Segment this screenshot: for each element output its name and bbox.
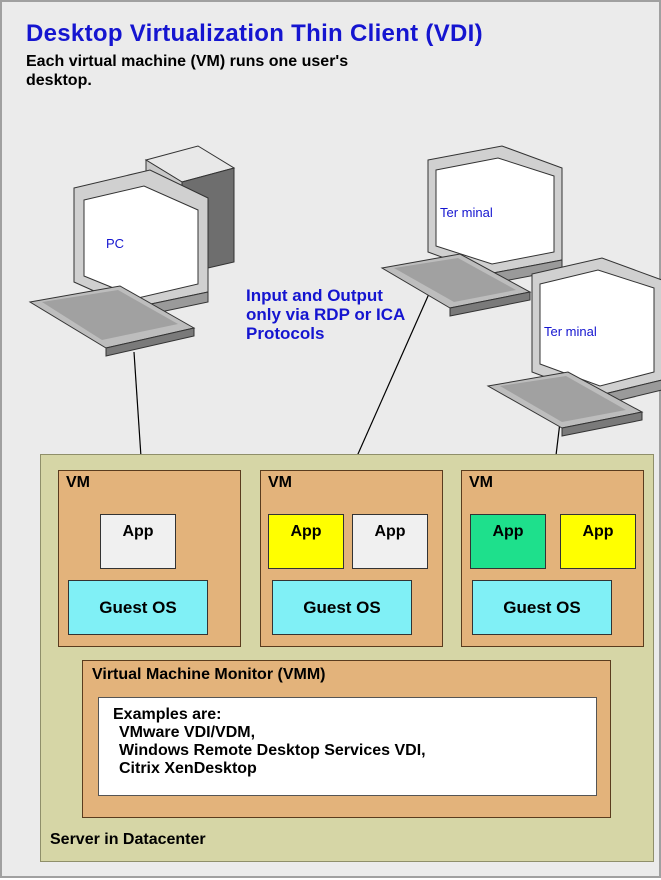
terminal1-cable bbox=[349, 286, 433, 473]
example-item: Windows Remote Desktop Services VDI, bbox=[119, 742, 426, 759]
terminal1-keyboard-icon bbox=[380, 253, 532, 317]
pc-monitor-icon bbox=[73, 169, 209, 319]
example-item: Citrix XenDesktop bbox=[119, 760, 257, 777]
vm-label-2: VM bbox=[268, 474, 292, 491]
vmm-examples-box: Examples are: VMware VDI/VDM, Windows Re… bbox=[98, 697, 597, 796]
terminal2-monitor-icon bbox=[531, 257, 661, 407]
server-label: Server in Datacenter bbox=[50, 831, 206, 848]
terminal1-label: Ter minal bbox=[440, 205, 493, 220]
vm3-app-2: App bbox=[560, 514, 636, 569]
protocol-note: Input and Output only via RDP or ICA Pro… bbox=[246, 286, 405, 343]
vm2-app-1: App bbox=[268, 514, 344, 569]
vm3-guest-os: Guest OS bbox=[472, 580, 612, 635]
vm1-guest-os: Guest OS bbox=[68, 580, 208, 635]
examples-heading: Examples are: bbox=[113, 706, 222, 723]
vmm-title: Virtual Machine Monitor (VMM) bbox=[92, 666, 326, 683]
diagram-subtitle: Each virtual machine (VM) runs one user'… bbox=[26, 53, 349, 89]
pc-keyboard-icon bbox=[28, 285, 196, 357]
diagram-title: Desktop Virtualization Thin Client (VDI) bbox=[26, 20, 483, 47]
pc-cable bbox=[133, 351, 143, 473]
vm2-guest-os: Guest OS bbox=[272, 580, 412, 635]
terminal2-label: Ter minal bbox=[544, 324, 597, 339]
vm3-app-1: App bbox=[470, 514, 546, 569]
vm-label-3: VM bbox=[469, 474, 493, 491]
terminal2-keyboard-icon bbox=[486, 371, 644, 437]
vm2-app-2: App bbox=[352, 514, 428, 569]
pc-label: PC bbox=[106, 236, 125, 251]
vm-label-1: VM bbox=[66, 474, 90, 491]
example-item: VMware VDI/VDM, bbox=[119, 724, 256, 741]
vm1-app-1: App bbox=[100, 514, 176, 569]
